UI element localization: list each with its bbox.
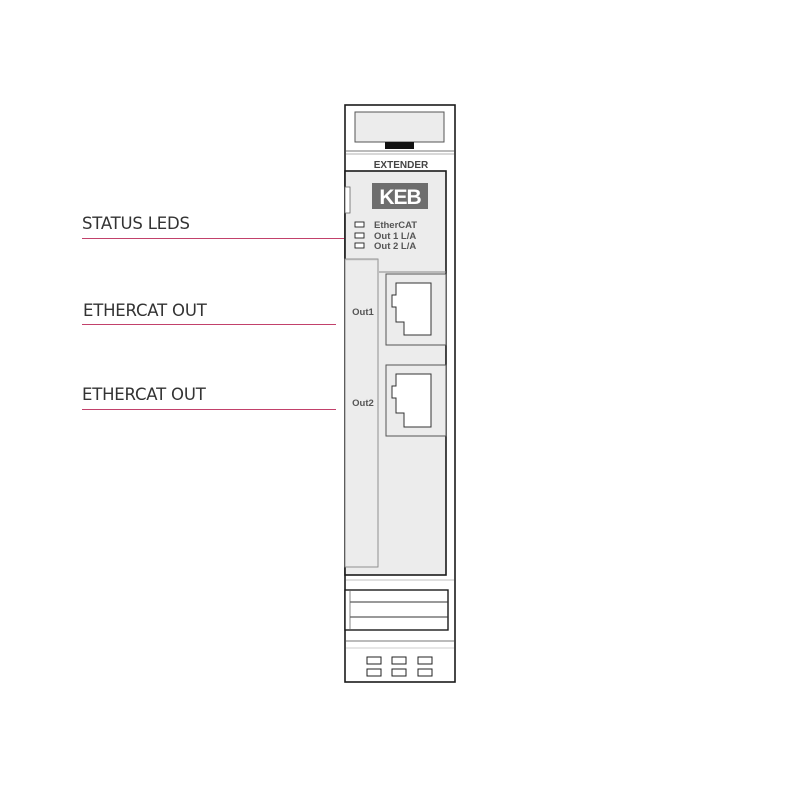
led-out1 bbox=[354, 232, 365, 239]
ethercat-out-2-label: ETHERCAT OUT bbox=[82, 385, 206, 404]
port-label-out1: Out1 bbox=[352, 307, 374, 318]
ethercat-out-2-leader-line bbox=[82, 409, 336, 410]
port-label-out2: Out2 bbox=[352, 398, 374, 409]
header-label: EXTENDER bbox=[374, 160, 429, 171]
vent-slots bbox=[366, 656, 433, 677]
rj45-port-out2 bbox=[385, 364, 447, 437]
status-leds-leader-line bbox=[82, 238, 344, 239]
ethercat-out-1-leader-line bbox=[82, 324, 336, 325]
brand-logo: KEB bbox=[379, 186, 421, 209]
led-ethercat bbox=[354, 221, 365, 228]
brand-logo-box bbox=[372, 183, 428, 209]
port-label-strip bbox=[344, 258, 379, 568]
status-leds-label: STATUS LEDS bbox=[82, 214, 190, 233]
led-label-ethercat: EtherCAT bbox=[374, 220, 417, 231]
lower-connector-block bbox=[344, 589, 449, 631]
rj45-port-out1 bbox=[385, 273, 447, 346]
ethercat-out-1-label: ETHERCAT OUT bbox=[83, 301, 207, 320]
led-label-out1: Out 1 L/A bbox=[374, 231, 416, 242]
top-label-window bbox=[354, 111, 445, 143]
top-latch bbox=[385, 142, 414, 149]
side-notch bbox=[344, 186, 351, 214]
led-label-out2: Out 2 L/A bbox=[374, 241, 416, 252]
led-out2 bbox=[354, 242, 365, 249]
